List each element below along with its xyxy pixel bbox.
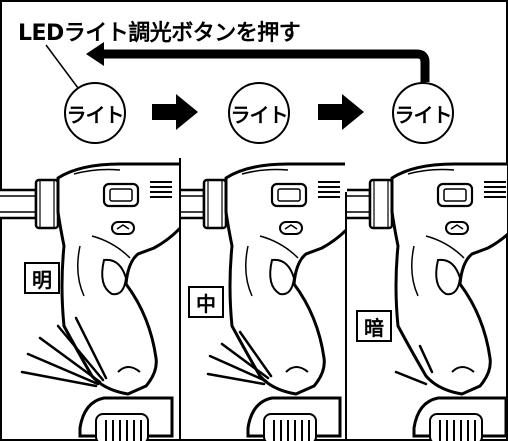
level-label-text: 暗	[364, 315, 384, 340]
level-label-text: 中	[196, 291, 216, 316]
drill-illustration-1	[0, 162, 179, 441]
light-button-2: ライト	[228, 82, 290, 144]
light-button-3: ライト	[392, 82, 454, 144]
level-label-text: 明	[32, 267, 52, 292]
light-rays-medium	[206, 330, 273, 386]
level-label-bright: 明	[24, 262, 60, 294]
cycle-return-arrow	[86, 42, 430, 82]
arrow-right-icon-1	[152, 94, 198, 130]
light-button-label: ライト	[394, 102, 453, 127]
level-label-medium: 中	[188, 286, 224, 318]
light-button-1: ライト	[64, 82, 126, 144]
drill-illustration-3	[347, 162, 507, 441]
title-pointer-line	[45, 44, 79, 89]
light-button-label: ライト	[230, 102, 289, 127]
arrow-right-icon-2	[318, 94, 364, 130]
light-rays-bright	[20, 316, 108, 388]
light-button-label: ライト	[66, 102, 125, 127]
instruction-title: LEDライト調光ボタンを押す	[18, 21, 301, 46]
light-rays-dim	[394, 344, 434, 386]
level-label-dark: 暗	[356, 310, 392, 342]
